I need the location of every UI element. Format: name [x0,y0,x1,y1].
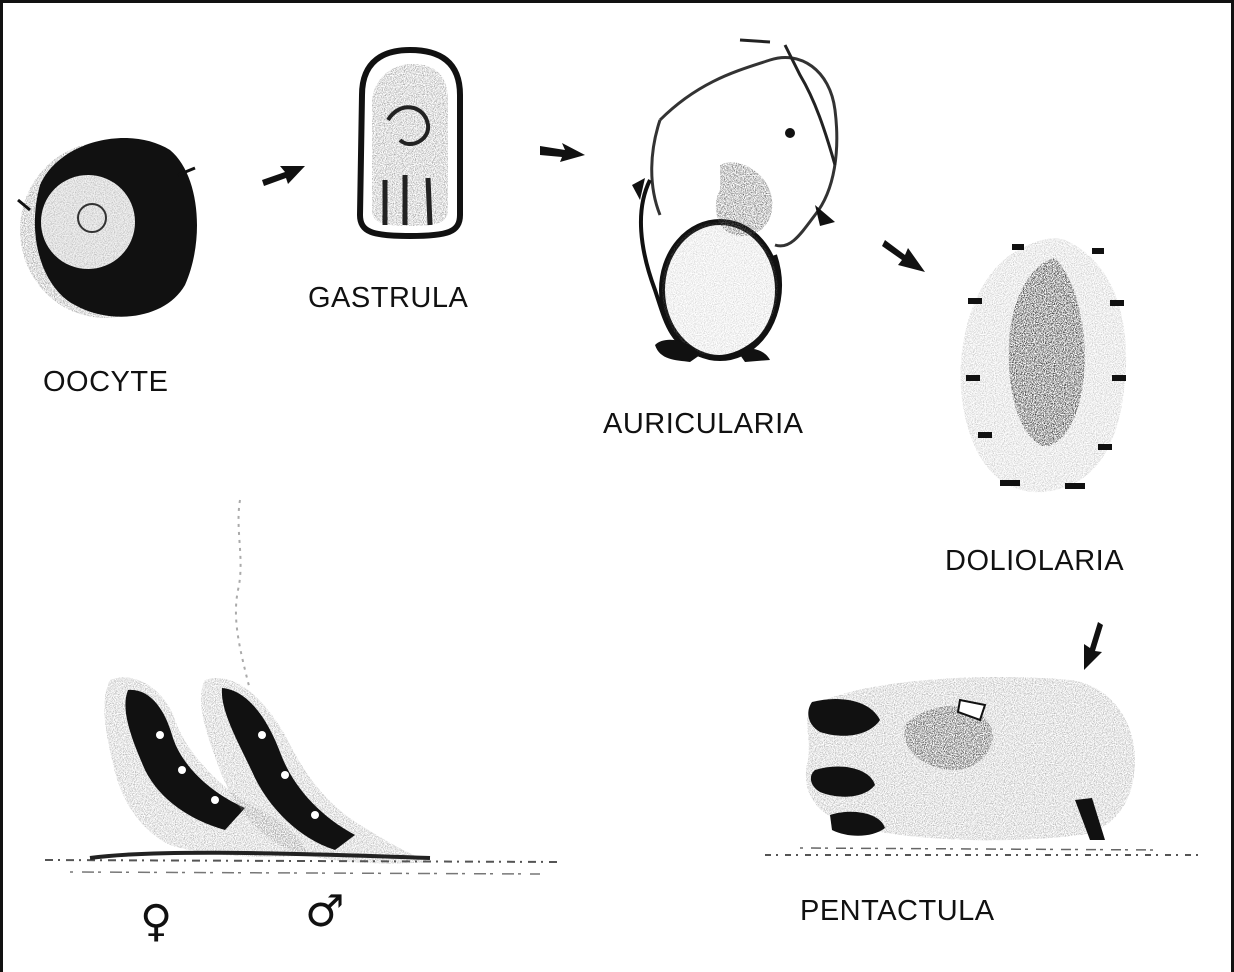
label-auricularia: AURICULARIA [603,410,804,439]
doliolaria-illustration [961,238,1127,492]
label-oocyte: OOCYTE [43,368,168,397]
arrow-gastrula-to-auricularia [540,143,585,162]
arrow-doliolaria-to-pentactula [1084,622,1103,670]
arrow-oocyte-to-gastrula [262,166,305,186]
arrow-auricularia-to-doliolaria [882,240,925,272]
label-pentactula: PENTACTULA [800,897,995,926]
oocyte-illustration [18,138,197,318]
adult-sea-cucumbers-illustration [45,500,560,874]
auricularia-illustration [632,40,837,362]
pentactula-illustration [765,677,1200,855]
female-symbol: ♀ [140,900,172,944]
gastrula-illustration [360,50,460,236]
male-symbol: ♂ [305,890,344,934]
label-doliolaria: DOLIOLARIA [945,547,1124,576]
label-gastrula: GASTRULA [308,284,468,313]
